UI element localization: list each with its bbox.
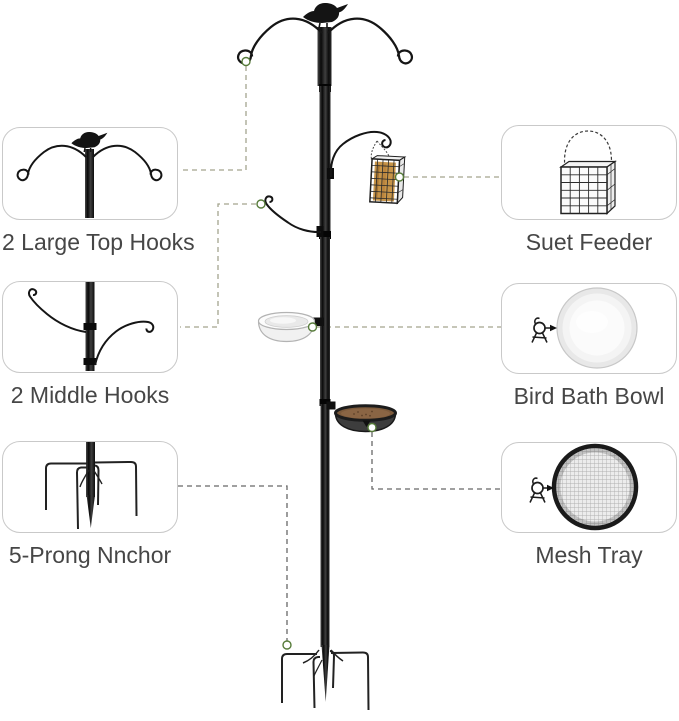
callout-label: Suet Feeder <box>525 229 653 255</box>
marker-circles <box>241 56 405 650</box>
callout-box <box>501 442 677 533</box>
marker-mesh-tray <box>367 422 377 433</box>
five-prong-anchor-illustration <box>45 442 138 530</box>
callout-label: 5-Prong Nnchor <box>8 542 172 568</box>
connector-mesh-tray <box>371 432 502 490</box>
callout-box <box>2 127 178 220</box>
ground-spike <box>321 645 330 702</box>
callout-label: Mesh Tray <box>535 542 643 568</box>
callout-box <box>501 125 677 220</box>
middle-hooks-illustration <box>28 282 155 371</box>
marker-middle-hook <box>256 199 266 209</box>
callout-middle-hooks: 2 Middle Hooks <box>2 281 178 408</box>
callout-label: 2 Middle Hooks <box>10 382 170 408</box>
marker-suet-feeder <box>394 172 405 182</box>
connector-lines <box>178 66 502 641</box>
marker-bird-bath <box>307 322 318 332</box>
callout-label: 2 Large Top Hooks <box>2 229 195 255</box>
callout-box <box>2 441 178 533</box>
callout-box <box>2 281 178 373</box>
callout-suet-feeder: Suet Feeder <box>501 125 677 255</box>
marker-five-prong <box>282 640 292 650</box>
connector-middle-hooks <box>180 203 256 328</box>
callout-five-prong-anchor: 5-Prong Nnchor <box>2 441 178 568</box>
bird-silhouette-icon <box>303 2 348 29</box>
ground-anchor <box>281 649 370 711</box>
mesh-tray <box>326 401 397 433</box>
connector-five-prong <box>178 485 288 641</box>
callout-bird-bath-bowl: Bird Bath Bowl <box>501 283 677 409</box>
bird-bath-bowl-illustration <box>531 287 638 369</box>
tray-bolt <box>362 420 371 427</box>
callout-label: Bird Bath Bowl <box>513 383 665 409</box>
pole <box>317 27 332 702</box>
callout-box <box>501 283 677 374</box>
clamp-icon <box>529 477 554 503</box>
suet-feeder <box>327 130 407 205</box>
marker-top-hook <box>241 56 251 67</box>
middle-hook <box>264 195 324 237</box>
clamp-icon <box>531 317 557 343</box>
mesh-tray-illustration <box>529 443 639 531</box>
connector-top-hooks <box>182 66 247 171</box>
top-hooks-illustration <box>16 131 163 218</box>
callout-mesh-tray: Mesh Tray <box>501 442 677 568</box>
suet-feeder-illustration <box>559 130 617 215</box>
callout-top-hooks: 2 Large Top Hooks <box>2 127 195 255</box>
bird-silhouette-icon <box>71 131 108 153</box>
